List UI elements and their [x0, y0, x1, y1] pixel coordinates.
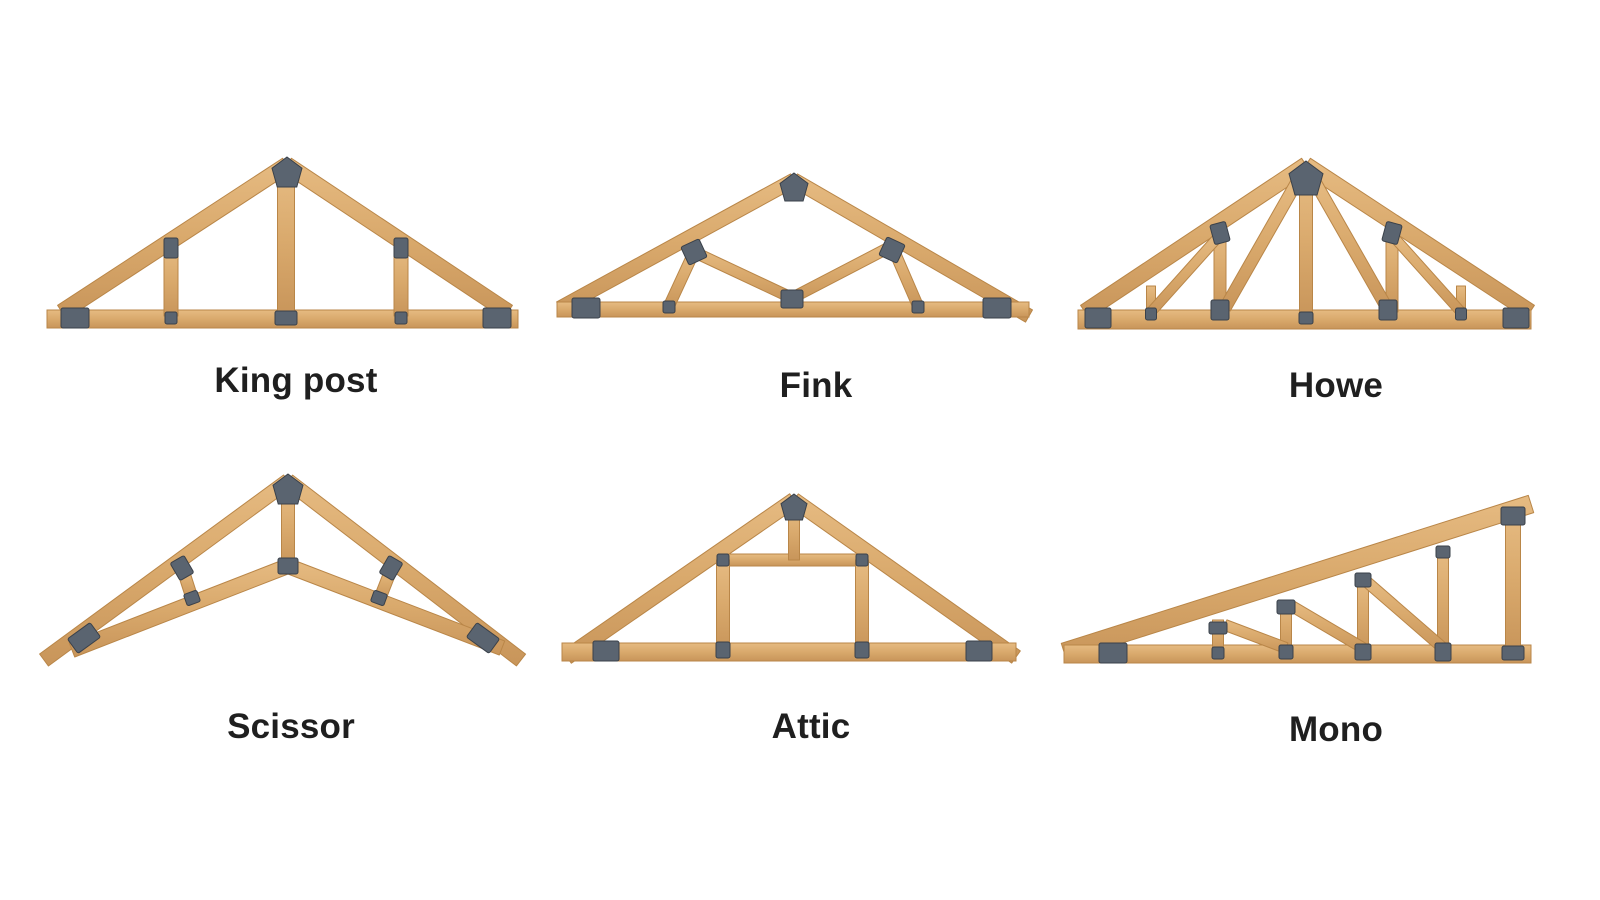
- gusset-plate: [60, 307, 90, 329]
- gusset-plate: [1502, 307, 1530, 329]
- wood-member: [789, 493, 1021, 664]
- peak-gusset-plate: [272, 473, 304, 505]
- howe-label: Howe: [1288, 366, 1384, 405]
- gusset-plate: [482, 307, 512, 329]
- gusset-plate: [1210, 299, 1230, 321]
- wood-member: [277, 169, 295, 317]
- gusset-plate: [183, 590, 201, 606]
- gusset-plate: [680, 238, 708, 266]
- gusset-plate: [854, 641, 870, 659]
- peak-gusset-plate: [779, 172, 809, 202]
- peak-gusset-plate: [271, 156, 303, 188]
- gusset-plate: [1208, 621, 1228, 635]
- wood-member: [562, 493, 799, 664]
- gusset-plate: [466, 622, 500, 654]
- gusset-plate: [379, 555, 403, 581]
- wood-member: [855, 559, 869, 651]
- gusset-plate: [571, 297, 601, 319]
- wood-member: [1505, 509, 1521, 653]
- gusset-plate: [370, 590, 388, 606]
- wood-member: [789, 240, 895, 304]
- peak-gusset-plate: [1288, 160, 1324, 196]
- gusset-plate: [982, 297, 1012, 319]
- peak-gusset-plate: [780, 493, 808, 521]
- gusset-plate: [1378, 299, 1398, 321]
- gusset-plate: [1501, 645, 1525, 661]
- wood-member: [39, 474, 293, 667]
- scissor-label: Scissor: [227, 707, 355, 746]
- wood-member: [1080, 157, 1311, 320]
- gusset-plate: [1278, 644, 1294, 660]
- gusset-plate: [1084, 307, 1112, 329]
- gusset-plate: [1145, 307, 1157, 321]
- fink-truss-icon: [556, 172, 1033, 323]
- fink-label: Fink: [779, 366, 853, 405]
- gusset-plate: [878, 236, 906, 264]
- attic-truss-icon: [561, 493, 1021, 664]
- gusset-plate: [855, 553, 869, 567]
- attic-label: Attic: [771, 707, 851, 746]
- gusset-plate: [662, 300, 676, 314]
- gusset-plate: [965, 640, 993, 662]
- wood-member: [1060, 494, 1535, 662]
- bottom-chord: [1063, 644, 1532, 664]
- gusset-plate: [1276, 599, 1296, 615]
- gusset-plate: [1434, 642, 1452, 662]
- gusset-plate: [1354, 643, 1372, 661]
- scissor-truss-icon: [39, 473, 527, 667]
- gusset-plate: [1354, 572, 1372, 588]
- gusset-plate: [1209, 221, 1231, 245]
- gusset-plate: [592, 640, 620, 662]
- king-post-label: King post: [214, 361, 378, 400]
- gusset-plate: [67, 622, 101, 654]
- wood-member: [1301, 157, 1535, 320]
- gusset-plate: [163, 237, 179, 259]
- gusset-plate: [715, 641, 731, 659]
- wood-member: [1362, 577, 1448, 653]
- gusset-plate: [1211, 646, 1225, 660]
- mono-truss-icon: [1060, 494, 1535, 664]
- gusset-plate: [1098, 642, 1128, 664]
- howe-truss-icon: [1077, 157, 1535, 330]
- gusset-plate: [780, 289, 804, 309]
- gusset-plate: [277, 557, 299, 575]
- gusset-plate: [164, 311, 178, 325]
- gusset-plate: [394, 311, 408, 325]
- gusset-plate: [1455, 307, 1467, 321]
- gusset-plate: [1435, 545, 1451, 559]
- gusset-plate: [1381, 221, 1403, 245]
- wood-member: [716, 559, 730, 651]
- bottom-chord: [561, 642, 1017, 662]
- gusset-plate: [911, 300, 925, 314]
- gusset-plate: [170, 555, 194, 581]
- gusset-plate: [716, 553, 730, 567]
- gusset-plate: [274, 310, 298, 326]
- gusset-plate: [1298, 311, 1314, 325]
- gusset-plate: [393, 237, 409, 259]
- gusset-plate: [1500, 506, 1526, 526]
- mono-label: Mono: [1288, 710, 1384, 749]
- king-post-truss-icon: [46, 156, 519, 329]
